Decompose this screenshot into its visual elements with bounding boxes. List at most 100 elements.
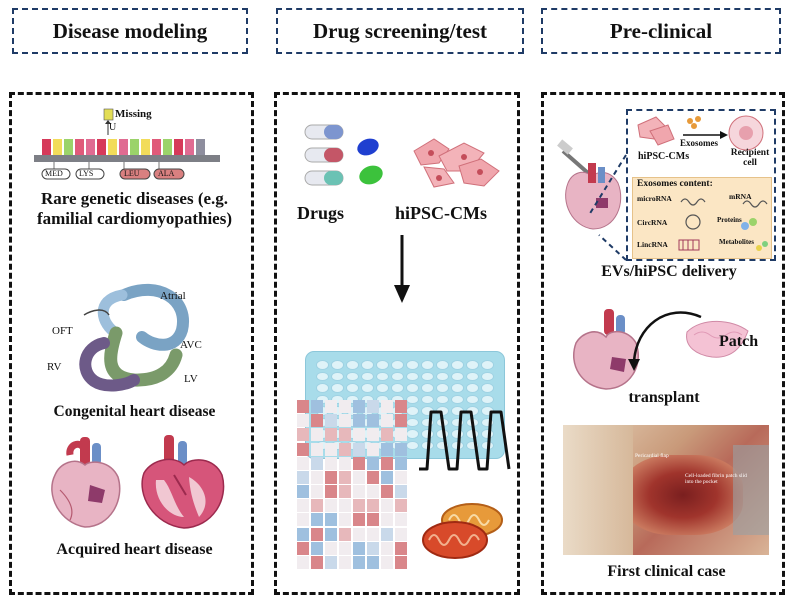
well bbox=[376, 371, 389, 381]
exosome-inset: Exosomes hiPSC-CMs Recipient cell Exosom… bbox=[626, 109, 776, 261]
well bbox=[421, 417, 434, 427]
transplant-caption: transplant bbox=[628, 389, 700, 406]
heart-illustration-right bbox=[141, 435, 225, 529]
heatmap-cell bbox=[311, 541, 323, 555]
heatmap-cell bbox=[353, 456, 365, 470]
mrna-label: mRNA bbox=[729, 192, 752, 201]
heatmap-cell bbox=[381, 513, 393, 527]
heatmap-cell bbox=[367, 499, 379, 513]
heatmap-cell bbox=[339, 499, 351, 513]
heatmap bbox=[297, 400, 409, 570]
heatmap-cell bbox=[311, 428, 323, 442]
heatmap-cell bbox=[353, 499, 365, 513]
embryonic-heart-diagram bbox=[79, 284, 189, 392]
heatmap-cell bbox=[339, 485, 351, 499]
well bbox=[361, 383, 374, 393]
heatmap-cell bbox=[297, 428, 309, 442]
heatmap-cell bbox=[297, 513, 309, 527]
heatmap-cell bbox=[367, 485, 379, 499]
well bbox=[436, 383, 449, 393]
heatmap-cell bbox=[339, 456, 351, 470]
heatmap-cell bbox=[325, 456, 337, 470]
exosomes-label: Exosomes bbox=[680, 138, 718, 148]
heatmap-cell bbox=[353, 470, 365, 484]
cell-to-recipient-diagram bbox=[637, 115, 764, 151]
missing-label: Missing bbox=[115, 108, 152, 120]
well bbox=[436, 440, 449, 450]
well bbox=[421, 394, 434, 404]
well bbox=[421, 429, 434, 439]
well bbox=[331, 383, 344, 393]
metabolites-label: Metabolites bbox=[719, 238, 754, 246]
heatmap-cell bbox=[297, 527, 309, 541]
heatmap-cell bbox=[367, 414, 379, 428]
well bbox=[481, 371, 494, 381]
patch-illustration bbox=[686, 320, 749, 358]
heatmap-cell bbox=[325, 485, 337, 499]
heatmap-cell bbox=[395, 485, 407, 499]
heatmap-cell bbox=[297, 400, 309, 414]
proteins-label: Proteins bbox=[717, 216, 742, 224]
well bbox=[466, 440, 479, 450]
label-lv: LV bbox=[184, 373, 198, 385]
well bbox=[376, 360, 389, 370]
well bbox=[361, 360, 374, 370]
down-arrow bbox=[394, 235, 410, 303]
action-potential-trace bbox=[419, 410, 511, 471]
well bbox=[406, 360, 419, 370]
hipsc-cms-inset-label: hiPSC-CMs bbox=[638, 151, 690, 162]
heatmap-cell bbox=[367, 442, 379, 456]
well bbox=[391, 383, 404, 393]
heatmap-cell bbox=[339, 414, 351, 428]
header-drug-screening: Drug screening/test bbox=[276, 8, 524, 54]
lincrna-label: LincRNA bbox=[637, 240, 668, 249]
well bbox=[331, 371, 344, 381]
heatmap-cell bbox=[353, 442, 365, 456]
well bbox=[346, 394, 359, 404]
heatmap-cell bbox=[367, 527, 379, 541]
photo-note-patch: Cell-loaded fibrin patch slid into the p… bbox=[685, 473, 747, 486]
heatmap-cell bbox=[311, 485, 323, 499]
heatmap-cell bbox=[339, 470, 351, 484]
heatmap-cell bbox=[325, 527, 337, 541]
well bbox=[466, 360, 479, 370]
mitochondria-icon bbox=[422, 503, 503, 559]
heatmap-cell bbox=[367, 555, 379, 569]
heatmap-cell bbox=[297, 470, 309, 484]
well bbox=[481, 360, 494, 370]
heatmap-cell bbox=[325, 400, 337, 414]
patch-arrow bbox=[628, 311, 702, 371]
evs-delivery-caption: EVs/hiPSC delivery bbox=[601, 263, 737, 280]
first-clinical-caption: First clinical case bbox=[607, 563, 726, 580]
well bbox=[451, 394, 464, 404]
heatmap-cell bbox=[311, 414, 323, 428]
label-atrial: Atrial bbox=[160, 290, 186, 302]
well bbox=[451, 417, 464, 427]
patch-label: Patch bbox=[719, 333, 759, 350]
heatmap-cell bbox=[395, 541, 407, 555]
well bbox=[391, 360, 404, 370]
well bbox=[481, 383, 494, 393]
acquired-caption: Acquired heart disease bbox=[56, 541, 213, 558]
heatmap-cell bbox=[353, 400, 365, 414]
well bbox=[481, 429, 494, 439]
heatmap-cell bbox=[325, 414, 337, 428]
heatmap-cell bbox=[353, 485, 365, 499]
well bbox=[466, 394, 479, 404]
heatmap-cell bbox=[381, 527, 393, 541]
domain-leu: LEU bbox=[124, 169, 140, 178]
well bbox=[346, 360, 359, 370]
photo-note-pericardial: Pericardial flap bbox=[635, 453, 669, 459]
heatmap-cell bbox=[381, 541, 393, 555]
well bbox=[451, 360, 464, 370]
heatmap-cell bbox=[297, 555, 309, 569]
heatmap-cell bbox=[381, 414, 393, 428]
heatmap-cell bbox=[367, 456, 379, 470]
well bbox=[466, 383, 479, 393]
well bbox=[481, 417, 494, 427]
well bbox=[406, 371, 419, 381]
rare-genetic-caption: Rare genetic diseases (e.g. familial car… bbox=[36, 189, 232, 228]
heatmap-cell bbox=[339, 513, 351, 527]
header-preclinical: Pre-clinical bbox=[541, 8, 781, 54]
well bbox=[346, 383, 359, 393]
